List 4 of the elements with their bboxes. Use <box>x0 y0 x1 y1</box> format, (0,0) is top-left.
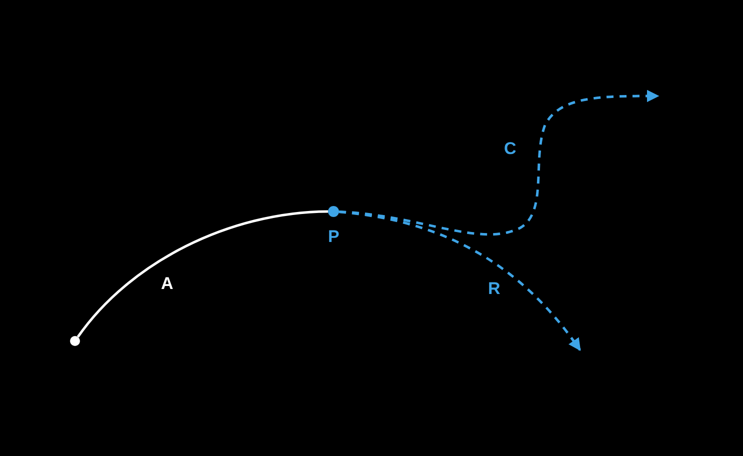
dashed-curve-arrow <box>338 210 581 351</box>
dashed-curve-arrow <box>338 90 660 236</box>
curve-line <box>76 210 328 338</box>
point-label: P <box>328 228 340 246</box>
